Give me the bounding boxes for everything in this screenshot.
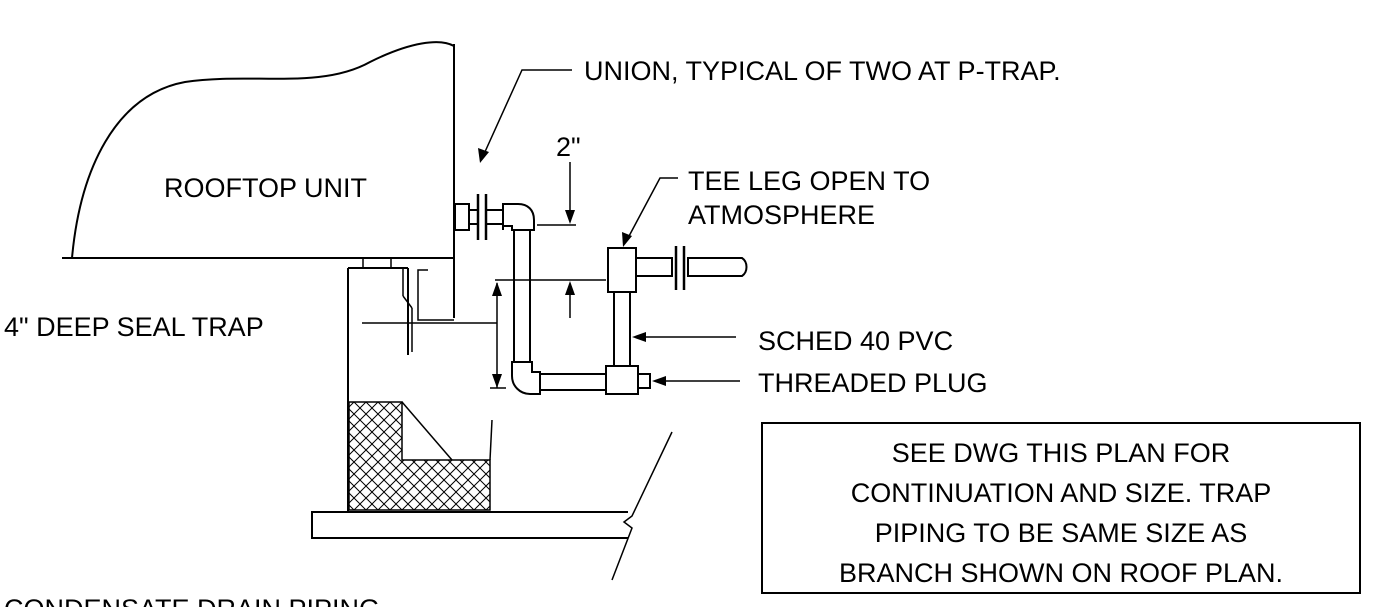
note-line-1: SEE DWG THIS PLAN FOR	[892, 438, 1231, 468]
label-union: UNION, TYPICAL OF TWO AT P-TRAP.	[584, 56, 1061, 86]
roof-curb	[347, 257, 454, 512]
label-sched-pvc: SCHED 40 PVC	[758, 326, 953, 356]
leader-lines	[478, 69, 740, 386]
note-line-3: PIPING TO BE SAME SIZE AS	[875, 518, 1248, 548]
note-line-2: CONTINUATION AND SIZE. TRAP	[851, 478, 1272, 508]
label-caption: CONDENSATE DRAIN PIPING	[4, 594, 380, 607]
note-line-4: BRANCH SHOWN ON ROOF PLAN.	[839, 558, 1283, 588]
label-tee-leg-line2: ATMOSPHERE	[688, 200, 875, 230]
roof-slab	[311, 419, 673, 581]
label-dimension-2in: 2"	[556, 132, 581, 162]
note-box: SEE DWG THIS PLAN FOR CONTINUATION AND S…	[761, 422, 1361, 594]
label-tee-leg-line1: TEE LEG OPEN TO	[688, 166, 930, 196]
p-trap-piping	[502, 203, 748, 395]
insulation	[348, 401, 491, 511]
label-threaded-plug: THREADED PLUG	[758, 368, 988, 398]
union-fitting	[454, 194, 505, 240]
label-rooftop-unit: ROOFTOP UNIT	[164, 173, 367, 203]
dimension-lines	[362, 162, 606, 389]
label-deep-seal-trap: 4" DEEP SEAL TRAP	[4, 312, 264, 342]
